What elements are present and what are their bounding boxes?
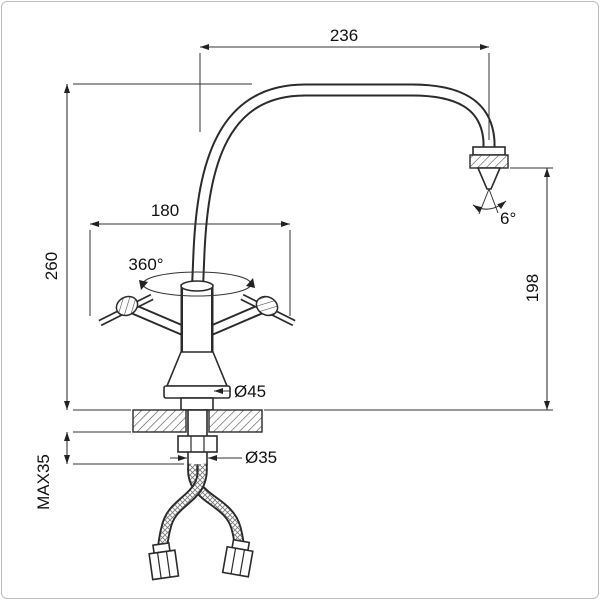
dimension-198: 198	[264, 167, 553, 411]
spout-outer	[190, 83, 496, 301]
dimension-d35: Ø35	[170, 448, 277, 467]
aerator-collar	[472, 146, 506, 156]
swivel-arrow-left	[139, 280, 148, 290]
aerator-tip	[476, 167, 502, 190]
swivel-arrow-right	[246, 278, 255, 288]
hose-nut-left	[148, 542, 180, 581]
spray-line-left	[478, 188, 490, 215]
d35-label: Ø35	[245, 448, 277, 467]
tilt-label: 6°	[500, 209, 516, 228]
base	[163, 351, 231, 411]
handle-left-knob	[115, 295, 139, 317]
hose-nut-right	[221, 538, 254, 578]
max35-label: MAX35	[34, 454, 53, 510]
handle-right-knob	[255, 295, 279, 317]
swivel-label: 360°	[128, 255, 163, 274]
supply-hoses	[148, 463, 254, 581]
tilt-arc	[472, 200, 507, 213]
mounting-nut	[177, 435, 218, 453]
outlet-aerator	[469, 146, 509, 215]
hose-nut-right-facet-2	[239, 549, 246, 576]
dimension-236: 236	[199, 26, 490, 140]
dim-236-label: 236	[330, 26, 358, 45]
annotation-360: 360°	[128, 255, 255, 297]
annotation-6deg: 6°	[472, 200, 516, 228]
hose-nut-right-facet-1	[230, 548, 237, 574]
hose-nut-right-body	[221, 545, 254, 578]
deck-left-block	[132, 409, 187, 433]
hose-left-braid	[158, 463, 206, 553]
deck-right-block	[208, 409, 263, 433]
d45-label: Ø45	[234, 382, 266, 401]
dimension-180: 180	[89, 201, 291, 316]
dimension-max35: MAX35	[34, 431, 184, 510]
dim-180-label: 180	[151, 201, 179, 220]
aerator-ring	[469, 154, 509, 169]
spout-tube	[190, 83, 496, 301]
dim-198-label: 198	[523, 274, 542, 302]
spout-inner	[192, 85, 494, 301]
dimension-d45: Ø45	[214, 382, 266, 401]
spout-collar	[180, 280, 214, 292]
faucet-body	[180, 280, 214, 353]
base-flange	[163, 385, 231, 399]
base-step	[180, 397, 214, 411]
countertop-section	[132, 409, 263, 433]
hose-nut-left-facet-2	[165, 551, 171, 578]
dimension-260: 260	[42, 83, 252, 411]
dim-260-label: 260	[42, 252, 61, 280]
hose-nut-left-facet-1	[156, 552, 162, 579]
hose-nut-left-body	[148, 549, 180, 581]
hose-left-outer	[156, 463, 208, 553]
nut-body	[177, 435, 218, 453]
base-cone	[165, 351, 229, 387]
